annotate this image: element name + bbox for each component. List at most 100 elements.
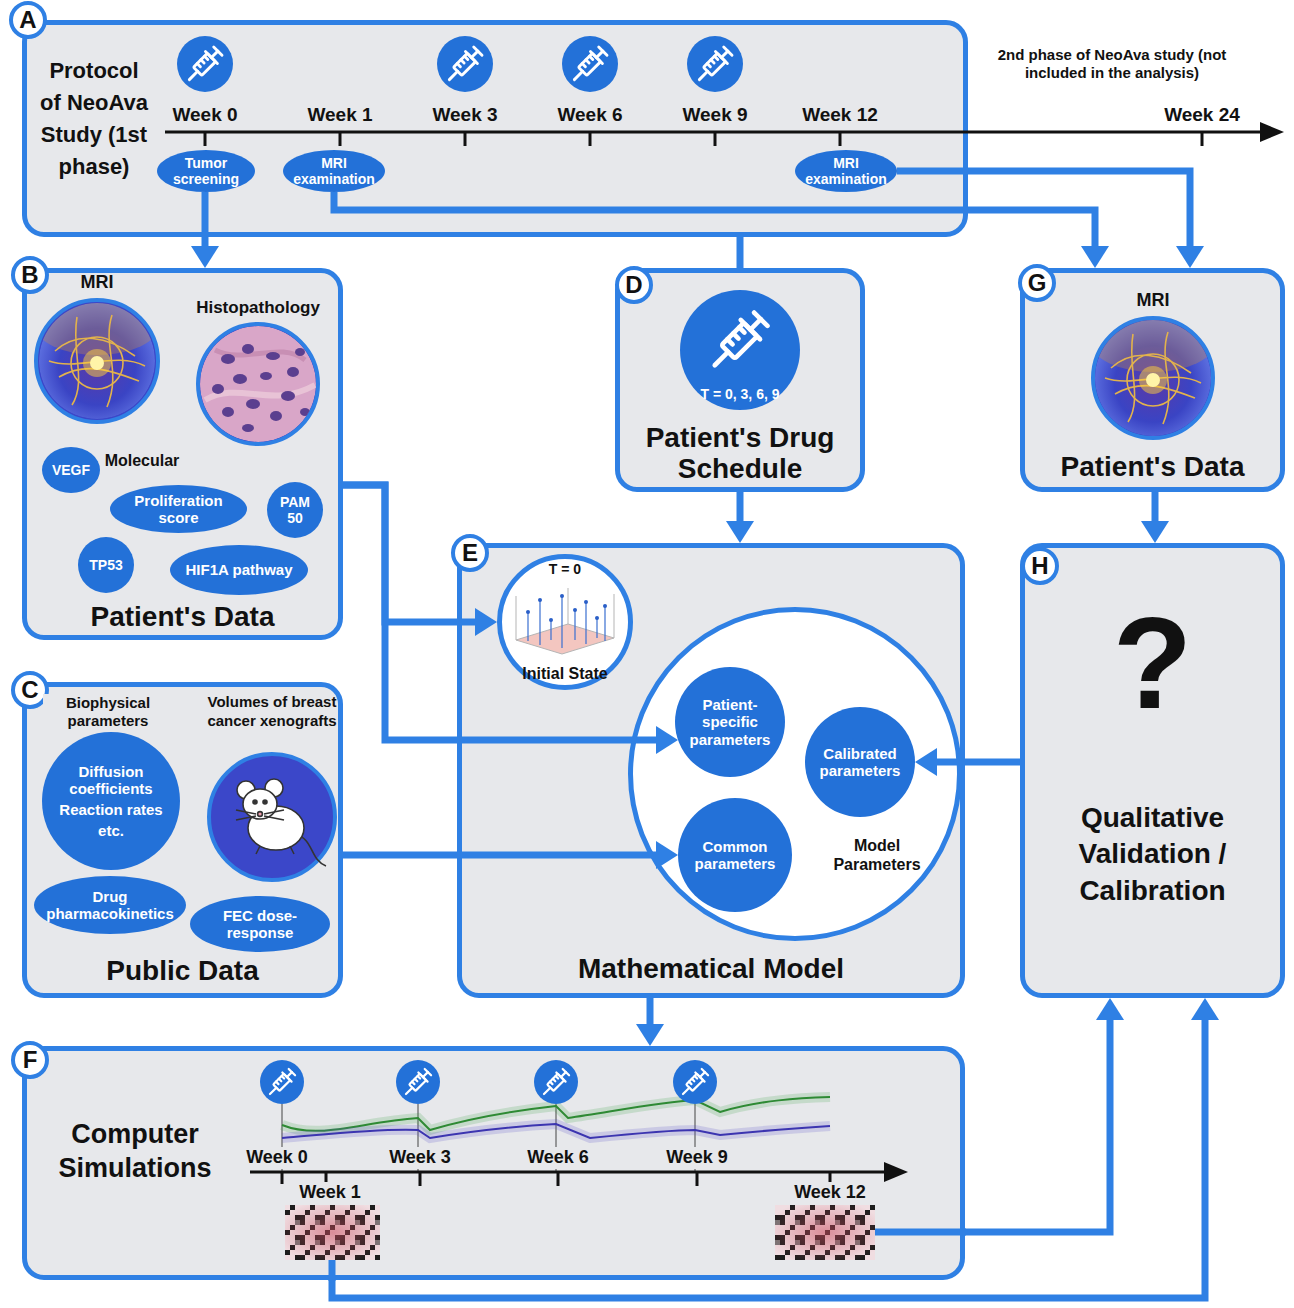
text-frame: A — [13, 5, 43, 35]
text-frame: HIF1A pathway — [170, 545, 308, 595]
dose-lines — [282, 1104, 695, 1172]
panel-title: Protocol of NeoAva Study (1st phase) — [38, 55, 150, 183]
dose-icon — [437, 36, 493, 92]
mouse-foot — [256, 846, 260, 854]
text-frame: Diffusion coefficientsReaction ratesetc. — [42, 732, 180, 870]
connector-arrow — [343, 485, 678, 754]
mouse-body — [248, 806, 304, 850]
curve-band — [282, 1124, 830, 1138]
axis-label: Week 6 — [554, 104, 625, 127]
tick — [589, 132, 592, 146]
text-frame: G — [1022, 268, 1052, 298]
syringe-icon — [183, 45, 223, 85]
dose-icon — [687, 36, 743, 92]
nucleus — [295, 348, 305, 356]
marker-oval: HIF1A pathway — [170, 545, 308, 595]
plot-dots — [526, 594, 607, 622]
mouse-whisker — [264, 816, 284, 820]
tick — [281, 1172, 284, 1184]
text-frame: FEC dose-response — [190, 896, 330, 952]
arrow-head — [656, 841, 678, 869]
spike — [527, 612, 528, 641]
validation-panel: ?Qualitative Validation / CalibrationH — [1020, 543, 1285, 998]
text-holder: Protocol of NeoAva Study (1st phase) — [38, 55, 150, 183]
xenograft-circle: Volumes of breast cancer xenografts — [207, 752, 337, 882]
connector-arrow — [191, 192, 219, 268]
timeline-ticks — [282, 1172, 830, 1186]
node-text: T = 0 — [497, 561, 633, 578]
axis-label: Week 0 — [169, 104, 240, 127]
panel-title: Patient's Data — [22, 600, 343, 634]
simulation-timeline — [250, 1060, 966, 1281]
event-oval: Tumor screening — [157, 150, 255, 192]
axis-label: Biophysical parameters — [43, 694, 173, 730]
study-timeline — [165, 36, 1284, 146]
mouse-whisker — [236, 810, 256, 814]
tick — [1201, 132, 1204, 146]
study-panel: Protocol of NeoAva Study (1st phase)ATum… — [22, 20, 968, 237]
syringe-icon — [539, 1068, 570, 1099]
arrow-head — [726, 521, 754, 543]
panel-letter: H — [1021, 547, 1059, 585]
histology-circle: Histopathology — [196, 322, 320, 446]
nuclei — [212, 344, 310, 432]
timeline-arrowhead — [884, 1162, 908, 1182]
text-frame: PAM 50 — [267, 482, 323, 538]
node-text: C — [21, 676, 38, 704]
nucleus — [221, 354, 235, 364]
connector-arrow — [740, 237, 741, 268]
connector-line — [343, 485, 479, 622]
mouse-whisker — [236, 816, 256, 820]
connector-arrow — [726, 492, 754, 543]
dose-icon — [534, 1060, 578, 1104]
node-text: PAM 50 — [273, 494, 317, 526]
node-text: Drug pharmacokinetics — [42, 888, 178, 923]
node-text: Calibrated parameters — [816, 745, 904, 780]
label-holder: Week 6 — [513, 1147, 603, 1169]
nucleus — [281, 391, 295, 401]
label-holder: Week 3 — [375, 1147, 465, 1169]
nucleus — [300, 408, 310, 416]
panel-title: ? — [1020, 598, 1285, 728]
nucleus — [266, 352, 280, 360]
dose-icon — [260, 1060, 304, 1104]
growth-curve — [282, 1124, 830, 1138]
marker-oval: VEGF — [42, 447, 100, 493]
node-text: G — [1028, 269, 1047, 297]
node-text: Volumes of breast cancer xenografts — [190, 693, 354, 731]
tick — [829, 1172, 832, 1182]
text-holder: ? — [1020, 598, 1285, 728]
histology-ground — [200, 326, 316, 442]
plot-frame — [516, 596, 517, 640]
node-text: Tumor screening — [162, 155, 250, 187]
text-frame: D — [619, 270, 649, 300]
tick — [714, 132, 717, 146]
syringe-icon — [265, 1068, 296, 1099]
panel-title: Computer Simulations — [35, 1118, 235, 1186]
spike — [550, 620, 551, 640]
arrow-head — [1141, 521, 1169, 543]
spike — [539, 600, 540, 645]
mri-picture — [1091, 312, 1215, 436]
node-text: Proliferation score — [117, 492, 240, 527]
panel-title: Patient's Data — [1020, 450, 1285, 484]
text-frame: Common parameters — [678, 798, 792, 912]
text-frame: B — [15, 260, 45, 290]
syringe-icon — [678, 1068, 709, 1099]
tick — [839, 132, 842, 146]
tick — [696, 1172, 699, 1186]
initial-state-plot — [516, 588, 614, 654]
panel-title: Mathematical Model — [457, 952, 965, 986]
timeline-axis — [250, 1171, 886, 1174]
node-text: Reaction rates — [59, 801, 162, 818]
simulation-snapshot — [775, 1205, 875, 1260]
connector-arrow — [343, 841, 678, 869]
node-text: F — [23, 1046, 38, 1074]
mouse-ear — [265, 779, 283, 797]
growth-curve — [282, 1097, 830, 1131]
connector-line — [1152, 492, 1159, 525]
nucleus — [242, 344, 254, 354]
syringe-icon — [568, 45, 608, 85]
text-holder: Initial State — [497, 664, 633, 683]
